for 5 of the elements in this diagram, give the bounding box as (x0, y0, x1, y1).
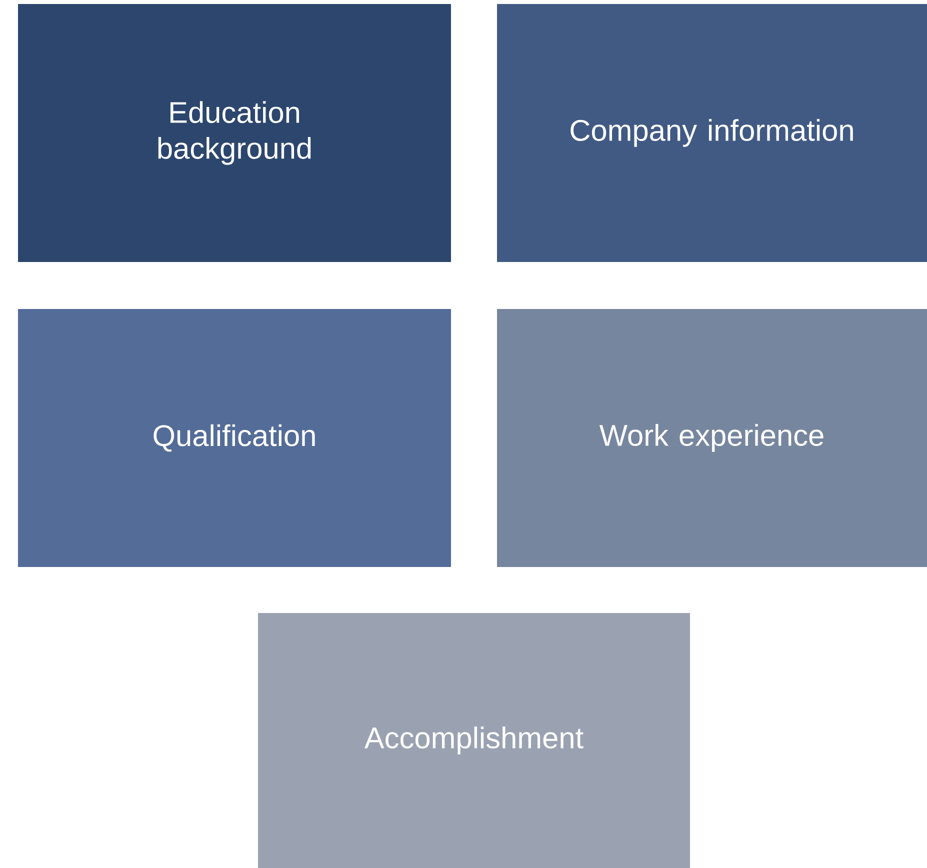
text-box: Education background (18, 4, 451, 262)
text-box: Company information (497, 4, 927, 262)
text-box: Accomplishment (258, 612, 690, 868)
text-box: Work experience (497, 308, 927, 567)
text-box: Qualification (18, 308, 451, 567)
